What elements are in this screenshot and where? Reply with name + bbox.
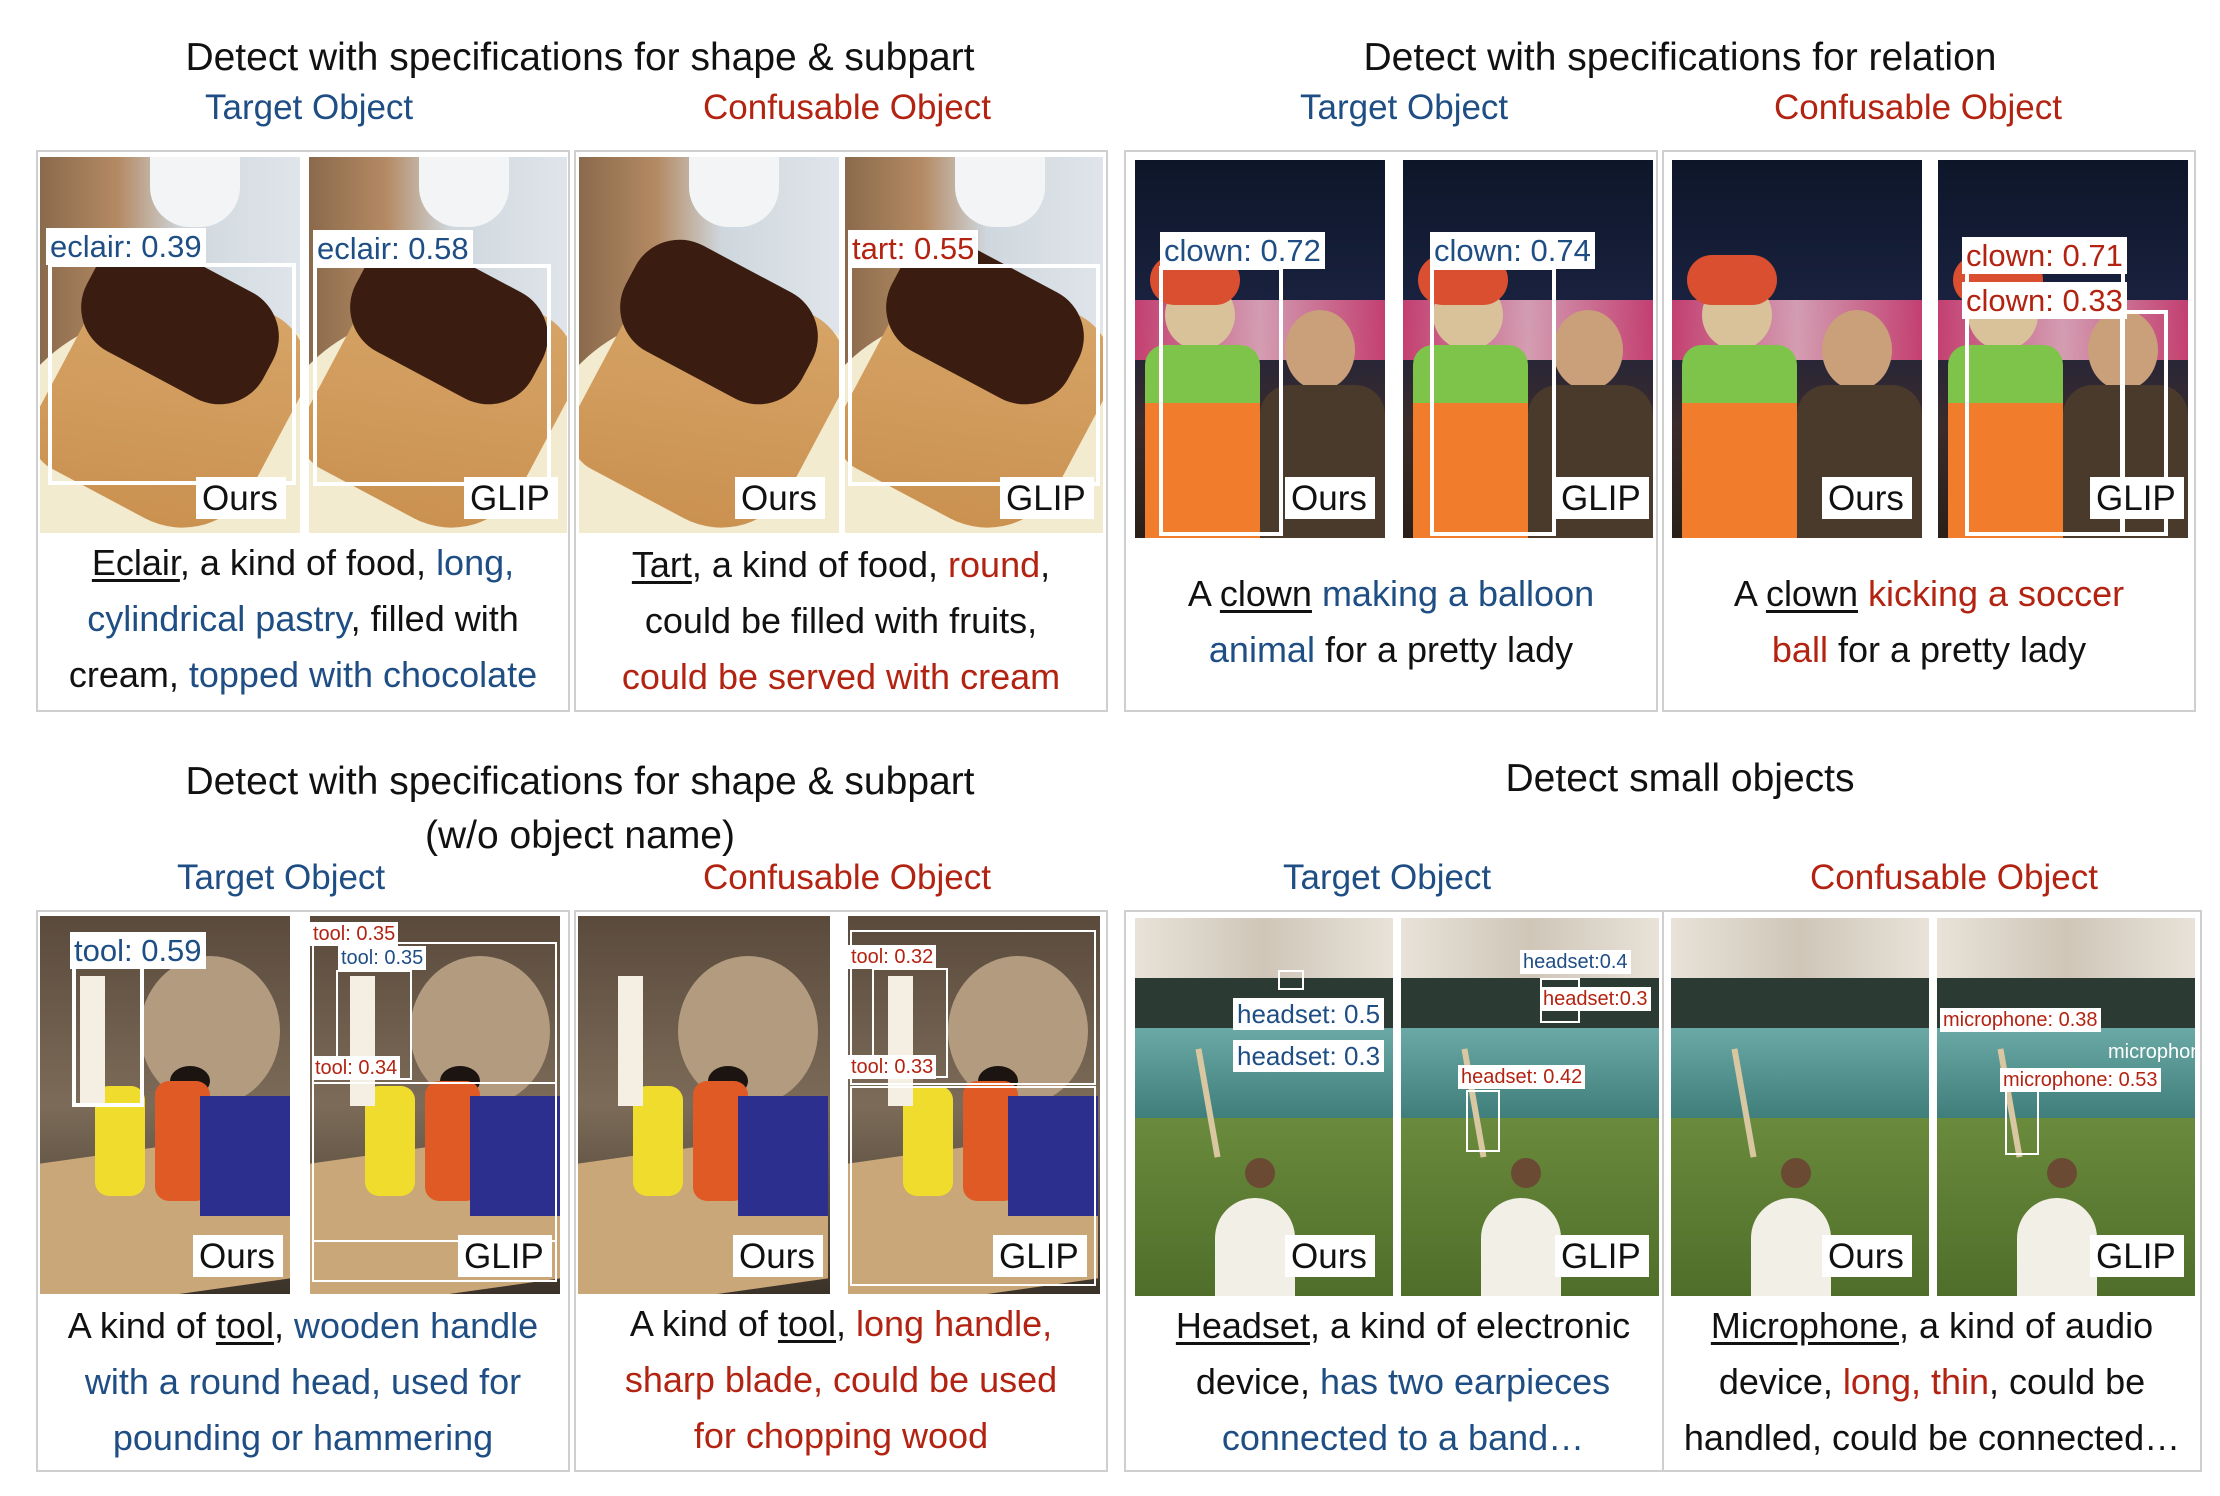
detection-label: headset:0.3	[1540, 987, 1651, 1011]
glip-tag: GLIP	[464, 477, 558, 520]
caption-headset: Headset, a kind of electronic device, ha…	[1175, 1305, 1631, 1458]
detection-label: headset: 0.3	[1233, 1040, 1385, 1072]
section-title-shape-subpart-no-name: Detect with specifications for shape & s…	[185, 760, 975, 803]
glip-tag: GLIP	[2090, 477, 2184, 520]
detection-label: microphone: 0.38	[1940, 1008, 2101, 1032]
detection-box	[2005, 1090, 2039, 1155]
detection-box	[1466, 1090, 1500, 1152]
tool-image-glip-confusable	[848, 916, 1100, 1294]
caption-clown-target: A clown making a balloon animal for a pr…	[1187, 573, 1595, 670]
glip-tag: GLIP	[1555, 477, 1649, 520]
section-title-no-name-suffix: (w/o object name)	[425, 814, 735, 857]
detection-label: clown: 0.74	[1430, 232, 1595, 269]
detection-box	[48, 263, 296, 485]
detection-label: clown: 0.33	[1962, 282, 2127, 319]
confusable-object-label: Confusable Object	[1810, 858, 2098, 897]
ours-tag: Ours	[735, 477, 825, 520]
eclair-image-ours-target	[40, 157, 300, 533]
section-title-shape-subpart: Detect with specifications for shape & s…	[185, 36, 975, 79]
detection-label: headset: 0.42	[1458, 1065, 1586, 1089]
glip-tag: GLIP	[1000, 477, 1094, 520]
detection-box	[72, 965, 144, 1107]
glip-tag: GLIP	[1555, 1235, 1649, 1278]
detection-label: microphone: 0.53	[2000, 1068, 2161, 1092]
tool-image-ours-confusable	[578, 916, 830, 1294]
detection-label: tool: 0.34	[312, 1056, 401, 1080]
section-title-small-objects: Detect small objects	[1505, 757, 1855, 800]
ours-tag: Ours	[1822, 1235, 1912, 1278]
caption-tool-confusable: A kind of tool, long handle, sharp blade…	[624, 1303, 1058, 1456]
detection-label: tool: 0.35	[338, 946, 427, 970]
detection-box	[1278, 970, 1304, 990]
target-object-label: Target Object	[177, 858, 386, 897]
detection-label: clown: 0.71	[1962, 237, 2127, 274]
clown-image-ours-target	[1135, 160, 1385, 538]
caption-tart: Tart, a kind of food, round, could be fi…	[621, 544, 1061, 697]
target-object-label: Target Object	[205, 88, 414, 127]
confusable-object-label: Confusable Object	[703, 88, 991, 127]
caption-microphone: Microphone, a kind of audio device, long…	[1683, 1305, 2181, 1458]
glip-tag: GLIP	[993, 1235, 1087, 1278]
ours-tag: Ours	[1285, 477, 1375, 520]
ours-tag: Ours	[196, 477, 286, 520]
detection-label: tool: 0.33	[848, 1055, 937, 1079]
detection-box	[1430, 266, 1556, 536]
tennis-image-ours-confusable	[1671, 918, 1929, 1296]
detection-box	[1159, 266, 1283, 536]
clown-image-ours-confusable	[1672, 160, 1922, 538]
detection-label: microphon	[2108, 1041, 2202, 1063]
detection-label: eclair: 0.58	[313, 230, 473, 267]
detection-box	[848, 264, 1100, 486]
glip-tag: GLIP	[2090, 1235, 2184, 1278]
detection-label: tool: 0.59	[70, 932, 206, 969]
detection-box	[850, 930, 1096, 1085]
tool-image-glip-target	[310, 916, 560, 1294]
detection-label: tart: 0.55	[848, 230, 979, 267]
tennis-image-glip-confusable	[1937, 918, 2195, 1296]
target-object-label: Target Object	[1283, 858, 1492, 897]
detection-box	[312, 1082, 557, 1282]
section-title-relation: Detect with specifications for relation	[1363, 36, 1997, 79]
ours-tag: Ours	[733, 1235, 823, 1278]
caption-eclair: Eclair, a kind of food, long, cylindrica…	[68, 542, 538, 695]
target-object-label: Target Object	[1300, 88, 1509, 127]
detection-label: headset: 0.5	[1233, 998, 1385, 1030]
ours-tag: Ours	[1822, 477, 1912, 520]
ours-tag: Ours	[193, 1235, 283, 1278]
detection-box	[313, 264, 551, 486]
caption-tool-target: A kind of tool, wooden handle with a rou…	[67, 1305, 539, 1458]
detection-label: clown: 0.72	[1160, 232, 1325, 269]
ours-tag: Ours	[1285, 1235, 1375, 1278]
eclair-image-glip-target	[309, 157, 567, 533]
caption-clown-confusable: A clown kicking a soccer ball for a pret…	[1733, 573, 2125, 670]
detection-box	[2120, 310, 2168, 536]
glip-tag: GLIP	[458, 1235, 552, 1278]
detection-label: headset:0.4	[1520, 950, 1631, 974]
detection-box	[850, 1086, 1096, 1286]
tart-image-glip-confusable	[845, 157, 1103, 533]
detection-label: tool: 0.32	[848, 945, 937, 969]
tool-image-ours-target	[40, 916, 290, 1294]
confusable-object-label: Confusable Object	[703, 858, 991, 897]
detection-label: tool: 0.35	[310, 922, 399, 946]
confusable-object-label: Confusable Object	[1774, 88, 2062, 127]
detection-label: eclair: 0.39	[46, 228, 206, 265]
